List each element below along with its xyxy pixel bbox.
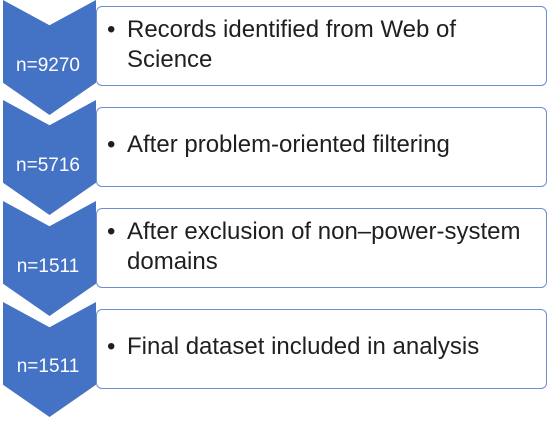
step-3-label: After exclusion of non–power-system doma…	[127, 218, 521, 275]
step-1-bullet: •	[107, 16, 116, 43]
step-2-box: • After problem-oriented filtering	[96, 107, 547, 187]
step-4-bullet: •	[107, 333, 116, 360]
step-3-count: n=1511	[16, 256, 80, 277]
step-4-count: n=1511	[16, 356, 80, 377]
step-2-label: After problem-oriented filtering	[127, 131, 450, 158]
step-4-box: • Final dataset included in analysis	[96, 309, 547, 389]
step-4-label: Final dataset included in analysis	[127, 333, 480, 360]
step-2-bullet: •	[107, 131, 116, 158]
step-3-box: • After exclusion of non–power-system do…	[96, 208, 547, 288]
step-2-count: n=5716	[16, 155, 80, 176]
step-1-label: Records identified from Web of Science	[127, 16, 457, 73]
step-1-box: • Records identified from Web of Science	[96, 6, 547, 86]
step-1-count: n=9270	[16, 55, 80, 76]
step-3-bullet: •	[107, 218, 116, 245]
